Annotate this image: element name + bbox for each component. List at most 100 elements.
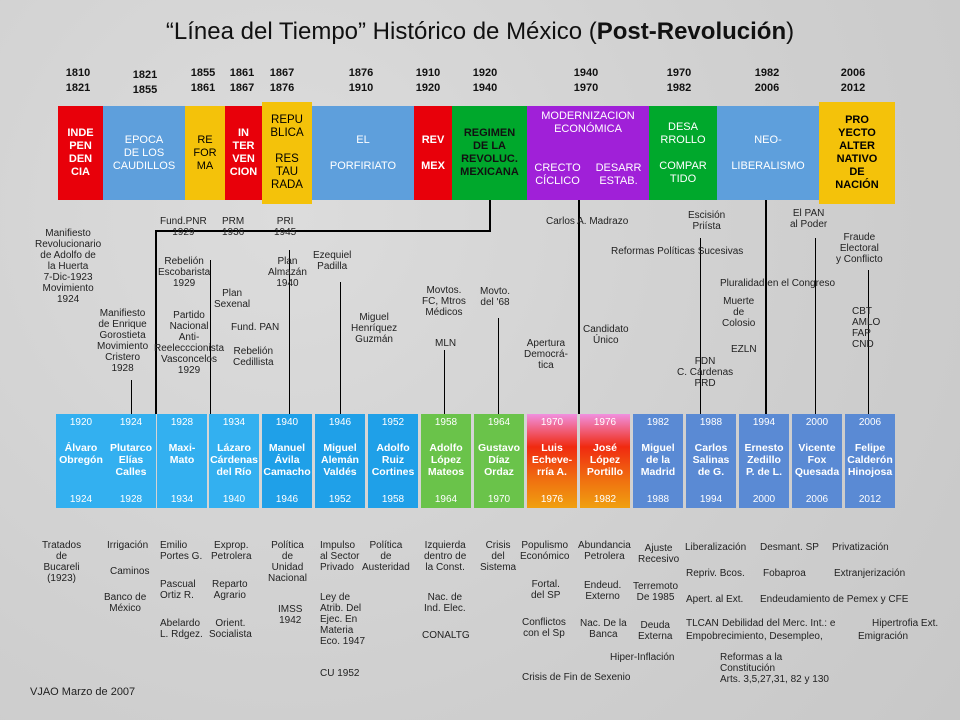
policy-label: Ley de Atrib. Del Ejec. En Materia Eco. … — [320, 592, 366, 647]
policy-label: Banco de México — [104, 592, 147, 614]
policy-label: Deuda Externa — [638, 620, 673, 642]
era-neoliberalismo: NEO- LIBERALISMO — [717, 106, 819, 200]
policy-label: Ajuste Recesivo — [638, 543, 680, 565]
policy-label: Nac. de Ind. Elec. — [424, 592, 466, 614]
policy-label: Populismo Económico — [520, 540, 570, 562]
policy-label: Nac. De la Banca — [580, 618, 627, 640]
era-caudillos: EPOCA DE LOS CAUDILLOS — [103, 106, 185, 200]
era-modernizacion: MODERNIZACION ECONÓMICA — [527, 106, 649, 200]
connector-line — [340, 282, 341, 414]
connector-line — [765, 200, 767, 414]
event-label: Plan Almazán 1940 — [268, 256, 307, 289]
policy-label: Terremoto De 1985 — [633, 581, 679, 603]
event-label: PRM 1936 — [222, 216, 245, 238]
policy-label: Hiper-Inflación — [610, 652, 675, 663]
policy-label: CONALTG — [422, 630, 470, 641]
policy-label: Crisis de Fin de Sexenio — [522, 672, 631, 683]
policy-label: Reparto Agrario — [212, 579, 248, 601]
event-label: Plan Sexenal — [214, 288, 251, 310]
event-label: Fund.PNR 1929 — [160, 216, 207, 238]
event-label: PRI 1945 — [274, 216, 297, 238]
policy-label: Emigración — [858, 631, 909, 642]
event-label: CBT AMLO FAP CND — [852, 306, 881, 350]
connector-line — [155, 230, 157, 414]
policy-label: Fortal. del SP — [531, 579, 561, 601]
policy-label: Pascual Ortiz R. — [160, 579, 196, 601]
policy-label: Reformas a la Constitución Arts. 3,5,27,… — [720, 652, 829, 685]
policy-label: Izquierda dentro de la Const. — [424, 540, 467, 573]
event-label: Movtos. FC, Mtros Médicos — [422, 285, 466, 318]
policy-label: Endeudamiento de Pemex y CFE — [760, 594, 909, 605]
era-independencia: INDE PEN DEN CIA — [58, 106, 103, 200]
page-title: “Línea del Tiempo” Histórico de México (… — [165, 18, 795, 45]
policy-label: Política de Austeridad — [362, 540, 410, 573]
event-label: El PAN al Poder — [790, 208, 828, 230]
event-label: Pluralidad en el Congreso — [720, 278, 836, 289]
era-desarrollo-compartido: DESA RROLLO COMPAR TIDO — [649, 106, 717, 200]
policy-label: Endeud. Externo — [584, 580, 622, 602]
event-label: Apertura Democrá- tica — [524, 338, 568, 371]
connector-line — [700, 238, 701, 414]
policy-label: Liberalización — [685, 542, 747, 553]
connector-line — [868, 270, 869, 414]
footer-credit: VJAO Marzo de 2007 — [30, 686, 136, 698]
policy-label: Tratados de Bucareli (1923) — [42, 540, 82, 584]
connector-line — [489, 200, 491, 230]
event-label: Fund. PAN — [231, 322, 280, 333]
event-label: Escisión Priísta — [688, 210, 726, 232]
connector-line — [289, 250, 290, 414]
policy-label: Empobrecimiento, Desempleo, — [686, 631, 823, 642]
policy-label: Impulso al Sector Privado — [320, 540, 360, 573]
policy-label: Emilio Portes G. — [160, 540, 203, 562]
policy-label: Repriv. Bcos. — [686, 568, 745, 579]
era-desarrollo-estabilizador: DESARR ESTAB. — [595, 162, 642, 187]
policy-label: Apert. al Ext. — [686, 594, 744, 605]
connector-line — [210, 260, 211, 414]
connector-line — [815, 238, 816, 414]
event-label: Manifiesto de Enrique Gorostieta Movimie… — [97, 308, 149, 374]
era-crecimiento-ciclico: CRECTO CÍCLICO — [534, 162, 581, 187]
event-label: Reformas Políticas Sucesivas — [611, 246, 744, 257]
event-label: Candidato Único — [583, 324, 629, 346]
connector-line — [131, 380, 132, 414]
policy-label: Irrigación — [107, 540, 149, 551]
era-republica-restaurada: REPU BLICA RES TAU RADA — [262, 102, 312, 204]
era-reforma: RE FOR MA — [185, 106, 225, 200]
connector-line — [444, 350, 445, 414]
policy-label: Fobaproa — [763, 568, 806, 579]
event-label: Miguel Henríquez Guzmán — [351, 312, 398, 345]
era-revolucion: REV MEX — [414, 106, 452, 200]
event-label: EZLN — [731, 344, 757, 355]
policy-label: Abelardo L. Rdgez. — [160, 618, 203, 640]
event-label: Ezequiel Padilla — [313, 250, 352, 272]
policy-label: Orient. Socialista — [209, 618, 252, 640]
policy-label: Conflictos con el Sp — [522, 617, 566, 639]
event-label: Rebelión Cedillista — [233, 346, 274, 368]
policy-label: TLCAN — [686, 618, 719, 629]
policy-label: Hipertrofia Ext. — [872, 618, 939, 629]
connector-line — [498, 318, 499, 414]
policy-label: Extranjerización — [834, 568, 906, 579]
policy-label: Desmant. SP — [760, 542, 819, 553]
